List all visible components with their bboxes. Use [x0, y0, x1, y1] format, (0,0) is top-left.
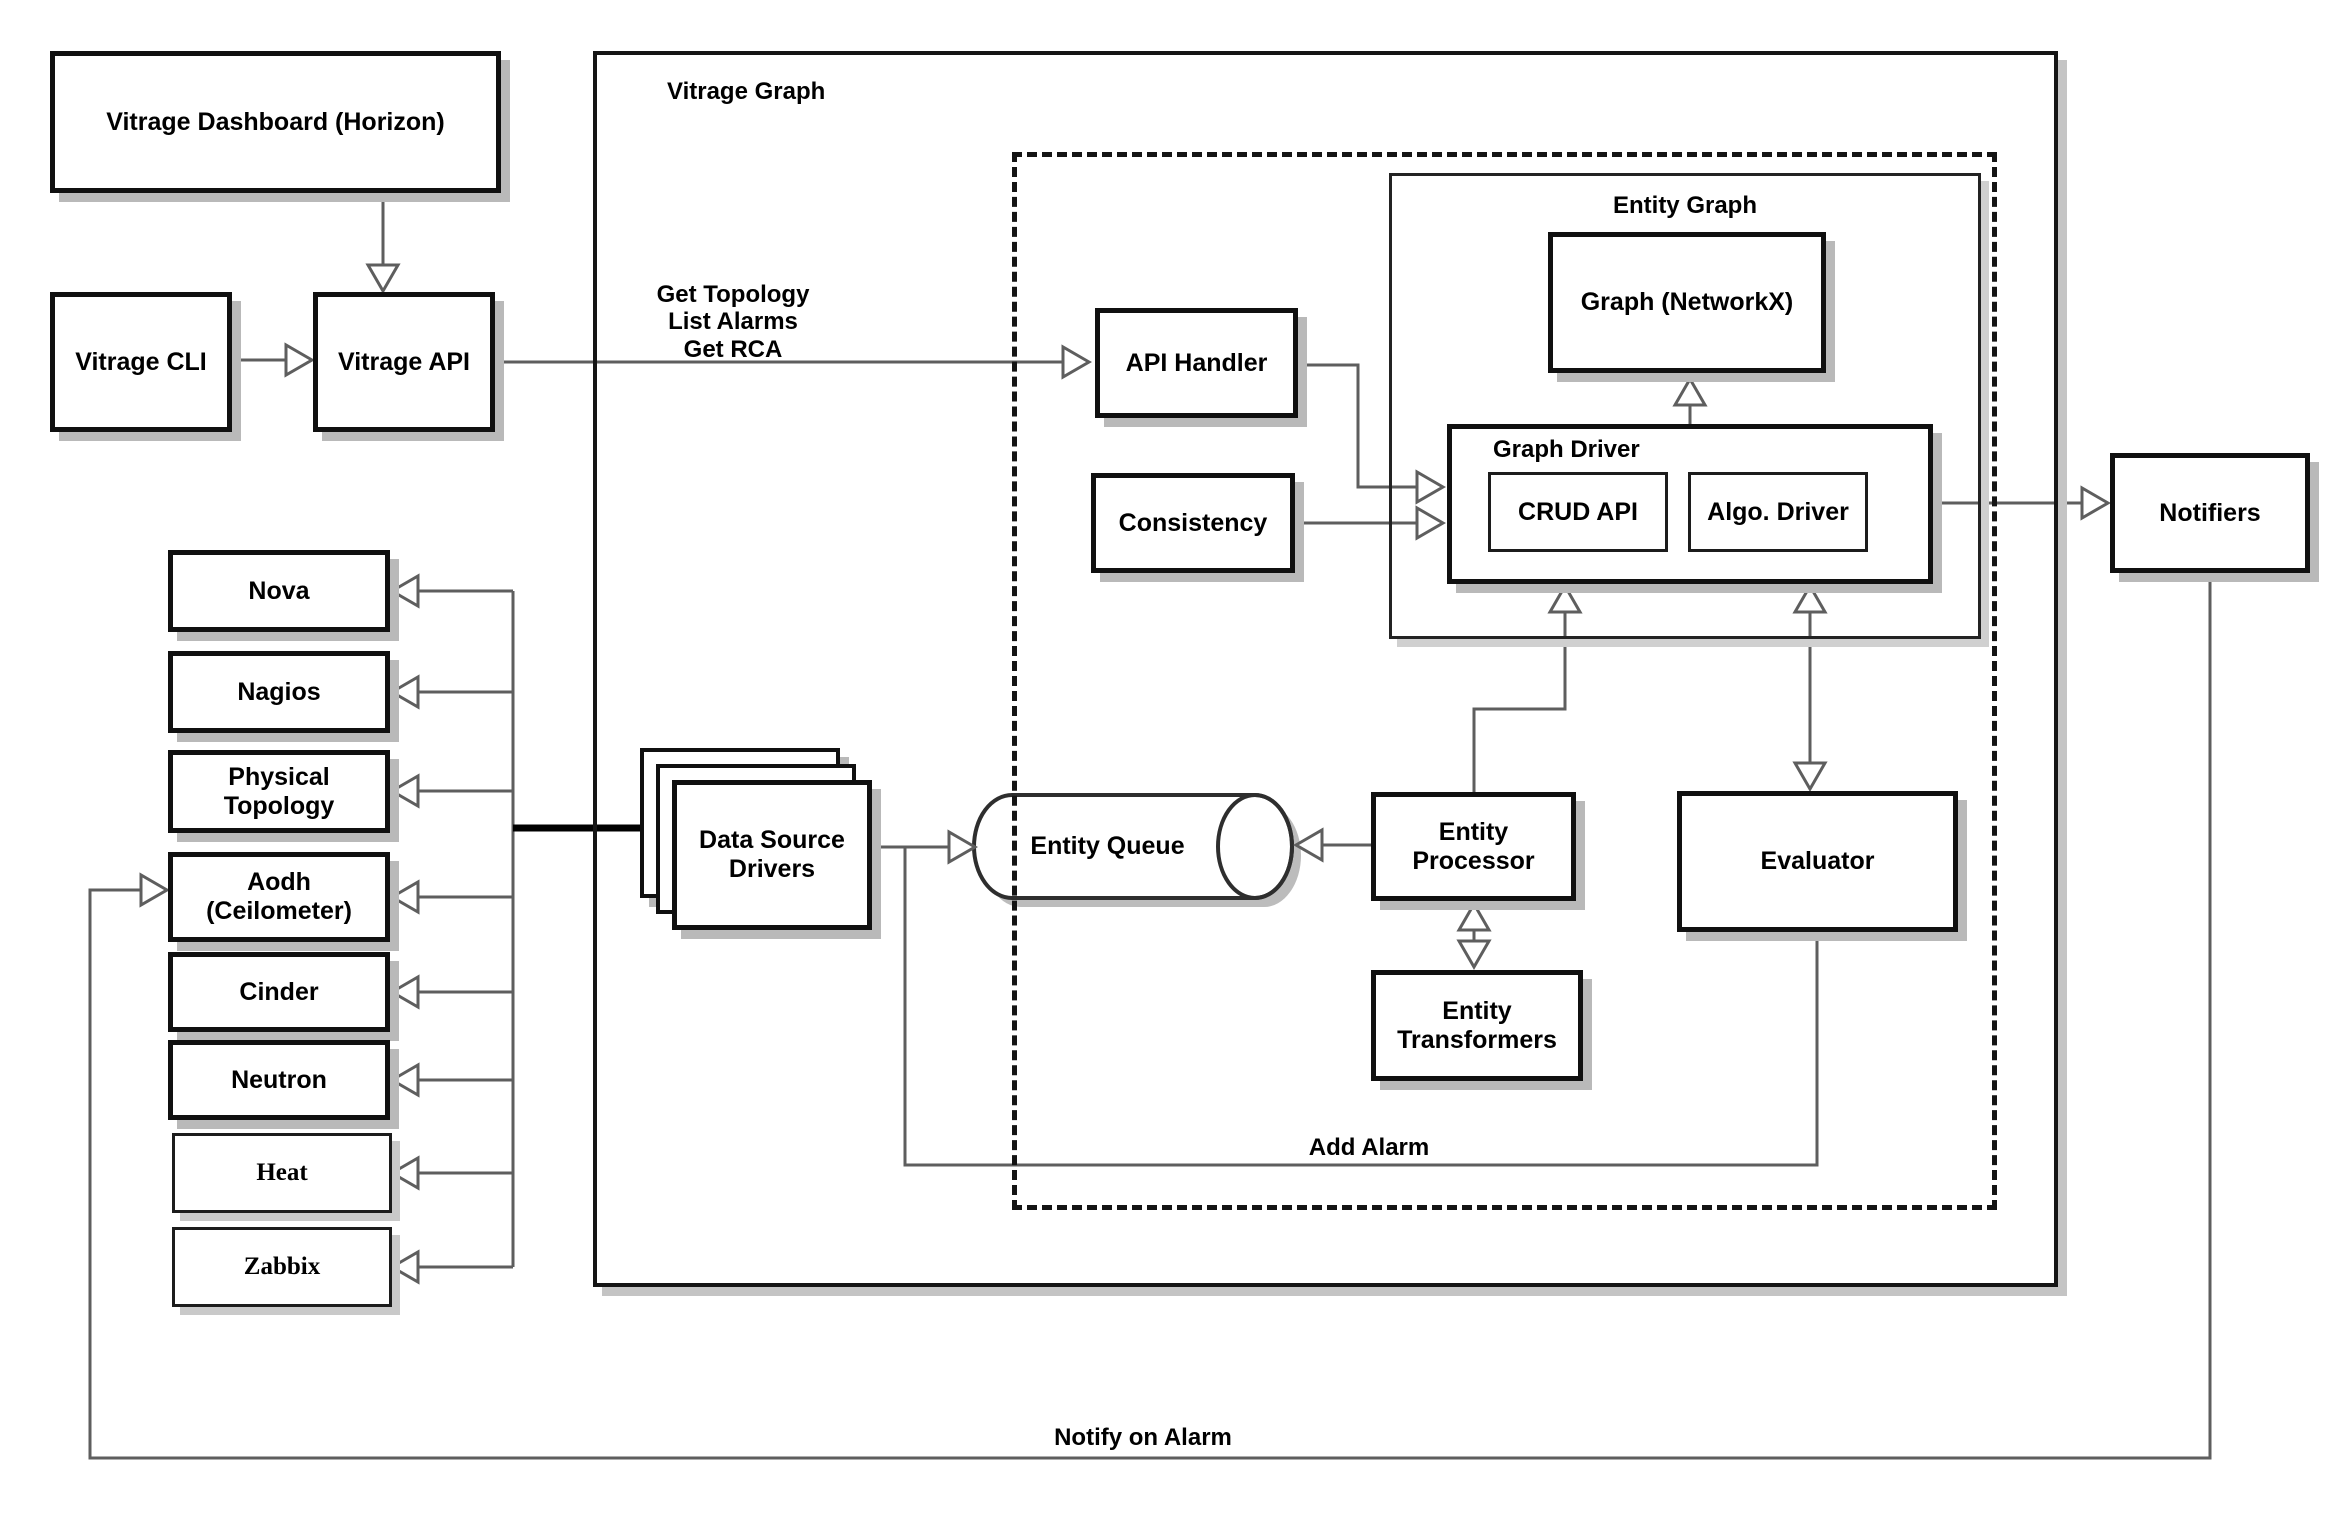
node-evaluator: Evaluator [1677, 791, 1958, 932]
arrowhead-into-processor-bottom [1456, 900, 1492, 932]
edge-label-get-rca: Get RCA [683, 336, 783, 363]
arrowhead-into-api-top [365, 263, 401, 295]
node-crud-api-label: CRUD API [1518, 497, 1638, 526]
node-source-cinder: Cinder [168, 952, 390, 1032]
node-vitrage-api-label: Vitrage API [338, 347, 470, 376]
node-source-physical-topology: Physical Topology [168, 750, 390, 833]
node-entity-processor: Entity Processor [1371, 792, 1576, 901]
arrowhead-into-neutron [388, 1062, 420, 1098]
edge-label-notify-on-alarm: Notify on Alarm [1054, 1424, 1232, 1451]
node-vitrage-api: Vitrage API [313, 292, 495, 432]
node-entity-queue: Entity Queue [980, 795, 1235, 898]
node-entity-transformers-label: Entity Transformers [1397, 996, 1557, 1054]
node-data-source-drivers-label: Data Source Drivers [699, 826, 845, 883]
node-graph-networkx-label: Graph (NetworkX) [1580, 288, 1794, 317]
node-entity-processor-label: Entity Processor [1412, 817, 1535, 875]
node-vitrage-dashboard-label: Vitrage Dashboard (Horizon) [106, 107, 445, 136]
arrowhead-into-nova [388, 573, 420, 609]
node-source-aodh-label: Aodh (Ceilometer) [206, 868, 352, 925]
arrowhead-into-graph-driver-bottom-left [1547, 582, 1583, 614]
edge-label-get-topology: Get Topology [656, 281, 810, 308]
node-source-zabbix-label: Zabbix [243, 1252, 321, 1280]
arrowhead-into-graph-driver-upper [1415, 469, 1447, 505]
node-source-nova: Nova [168, 550, 390, 632]
node-source-zabbix: Zabbix [172, 1227, 392, 1307]
node-entity-queue-label: Entity Queue [1030, 832, 1185, 860]
node-vitrage-cli-label: Vitrage CLI [75, 347, 207, 376]
arrowhead-into-queue-right [1292, 827, 1324, 863]
arrowhead-into-aodh-right [388, 879, 420, 915]
node-source-aodh: Aodh (Ceilometer) [168, 852, 390, 942]
node-source-heat-label: Heat [256, 1158, 308, 1186]
entity-queue-shape [971, 793, 1301, 907]
node-evaluator-label: Evaluator [1760, 847, 1875, 876]
node-api-handler-label: API Handler [1125, 348, 1268, 377]
node-crud-api: CRUD API [1488, 472, 1668, 552]
arrowhead-into-heat [388, 1155, 420, 1191]
edge-entity-processor-to-graph-driver [1472, 612, 1567, 792]
node-source-neutron: Neutron [168, 1040, 390, 1120]
entity-graph-container [1389, 173, 1981, 639]
vitrage-graph-label: Vitrage Graph [667, 78, 826, 105]
edge-api-handler-to-graph-driver [1298, 363, 1417, 489]
node-graph-driver-label: Graph Driver [1493, 436, 1640, 463]
node-source-nagios: Nagios [168, 651, 390, 733]
edge-notify-on-alarm [88, 573, 2212, 1460]
arrowhead-notify-into-aodh [139, 872, 171, 908]
node-data-source-drivers: Data Source Drivers [672, 780, 872, 930]
arrowhead-into-zabbix [388, 1249, 420, 1285]
node-source-heat: Heat [172, 1133, 392, 1213]
node-source-nagios-label: Nagios [237, 677, 321, 706]
arrowhead-into-physical-topology [388, 773, 420, 809]
arrowhead-into-cinder [388, 974, 420, 1010]
entity-graph-label: Entity Graph [1612, 192, 1757, 219]
node-source-physical-topology-label: Physical Topology [223, 762, 335, 820]
arrowhead-into-networkx [1672, 375, 1708, 407]
node-source-cinder-label: Cinder [239, 977, 319, 1006]
edge-add-alarm [903, 847, 1819, 1167]
graph-core-dashed-boundary [1012, 152, 1997, 1210]
node-algo-driver-label: Algo. Driver [1707, 497, 1849, 526]
node-source-neutron-label: Neutron [231, 1065, 327, 1094]
arrowhead-into-queue-left [947, 829, 979, 865]
vitrage-graph-container [593, 51, 2058, 1287]
arrowhead-into-transformers [1456, 939, 1492, 971]
node-vitrage-cli: Vitrage CLI [50, 292, 232, 432]
arrowhead-into-graph-driver-bottom-right [1792, 582, 1828, 614]
edge-label-list-alarms: List Alarms [668, 308, 798, 335]
node-notifiers-label: Notifiers [2159, 498, 2261, 527]
node-algo-driver: Algo. Driver [1688, 472, 1868, 552]
arrowhead-into-evaluator [1792, 761, 1828, 793]
arrowhead-into-api-handler [1061, 344, 1093, 380]
arrowhead-into-graph-driver-lower [1415, 505, 1447, 541]
node-graph-networkx: Graph (NetworkX) [1548, 232, 1826, 373]
node-vitrage-dashboard: Vitrage Dashboard (Horizon) [50, 51, 501, 193]
arrowhead-into-notifiers [2080, 485, 2112, 521]
edge-label-add-alarm: Add Alarm [1308, 1134, 1430, 1161]
node-source-nova-label: Nova [248, 576, 310, 605]
arrowhead-into-nagios [388, 674, 420, 710]
arrowhead-into-api-left [284, 342, 316, 378]
node-notifiers: Notifiers [2110, 453, 2310, 573]
node-api-handler: API Handler [1095, 308, 1298, 418]
node-entity-transformers: Entity Transformers [1371, 970, 1583, 1081]
node-consistency: Consistency [1091, 473, 1295, 573]
node-consistency-label: Consistency [1118, 508, 1268, 537]
